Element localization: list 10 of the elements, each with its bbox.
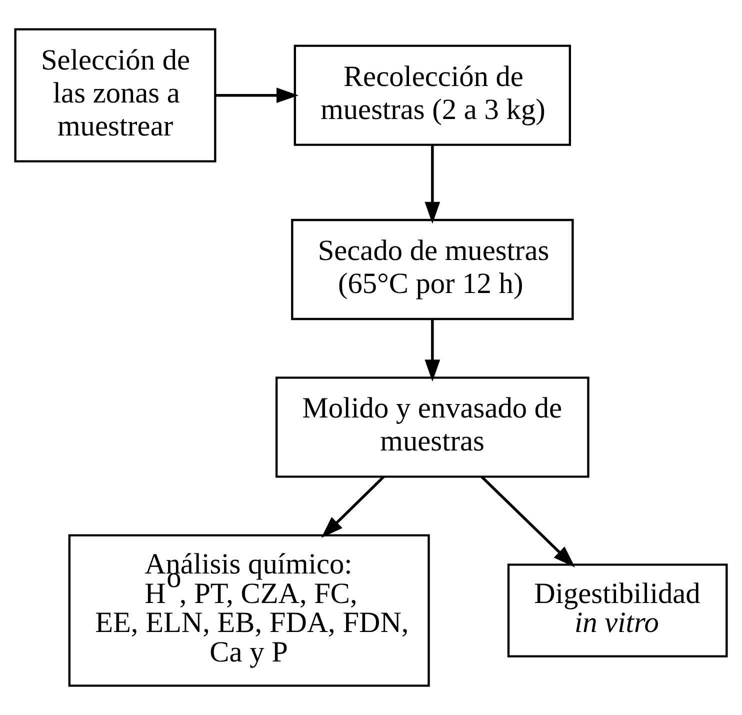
node-box: Recolección de muestras (2 a 3 kg) <box>294 44 572 146</box>
arrow <box>424 319 440 382</box>
arrow <box>216 88 299 104</box>
arrow <box>480 476 576 568</box>
node-box: Secado de muestras (65°C por 12 h) <box>291 218 574 320</box>
arrow <box>424 146 440 224</box>
arrow <box>321 476 385 538</box>
node-box: Selección de las zonas a muestrear <box>14 28 216 162</box>
node-box: Molido y envasado de muestras <box>275 376 590 478</box>
node-box: Digestibilidad in vitro <box>507 564 728 658</box>
